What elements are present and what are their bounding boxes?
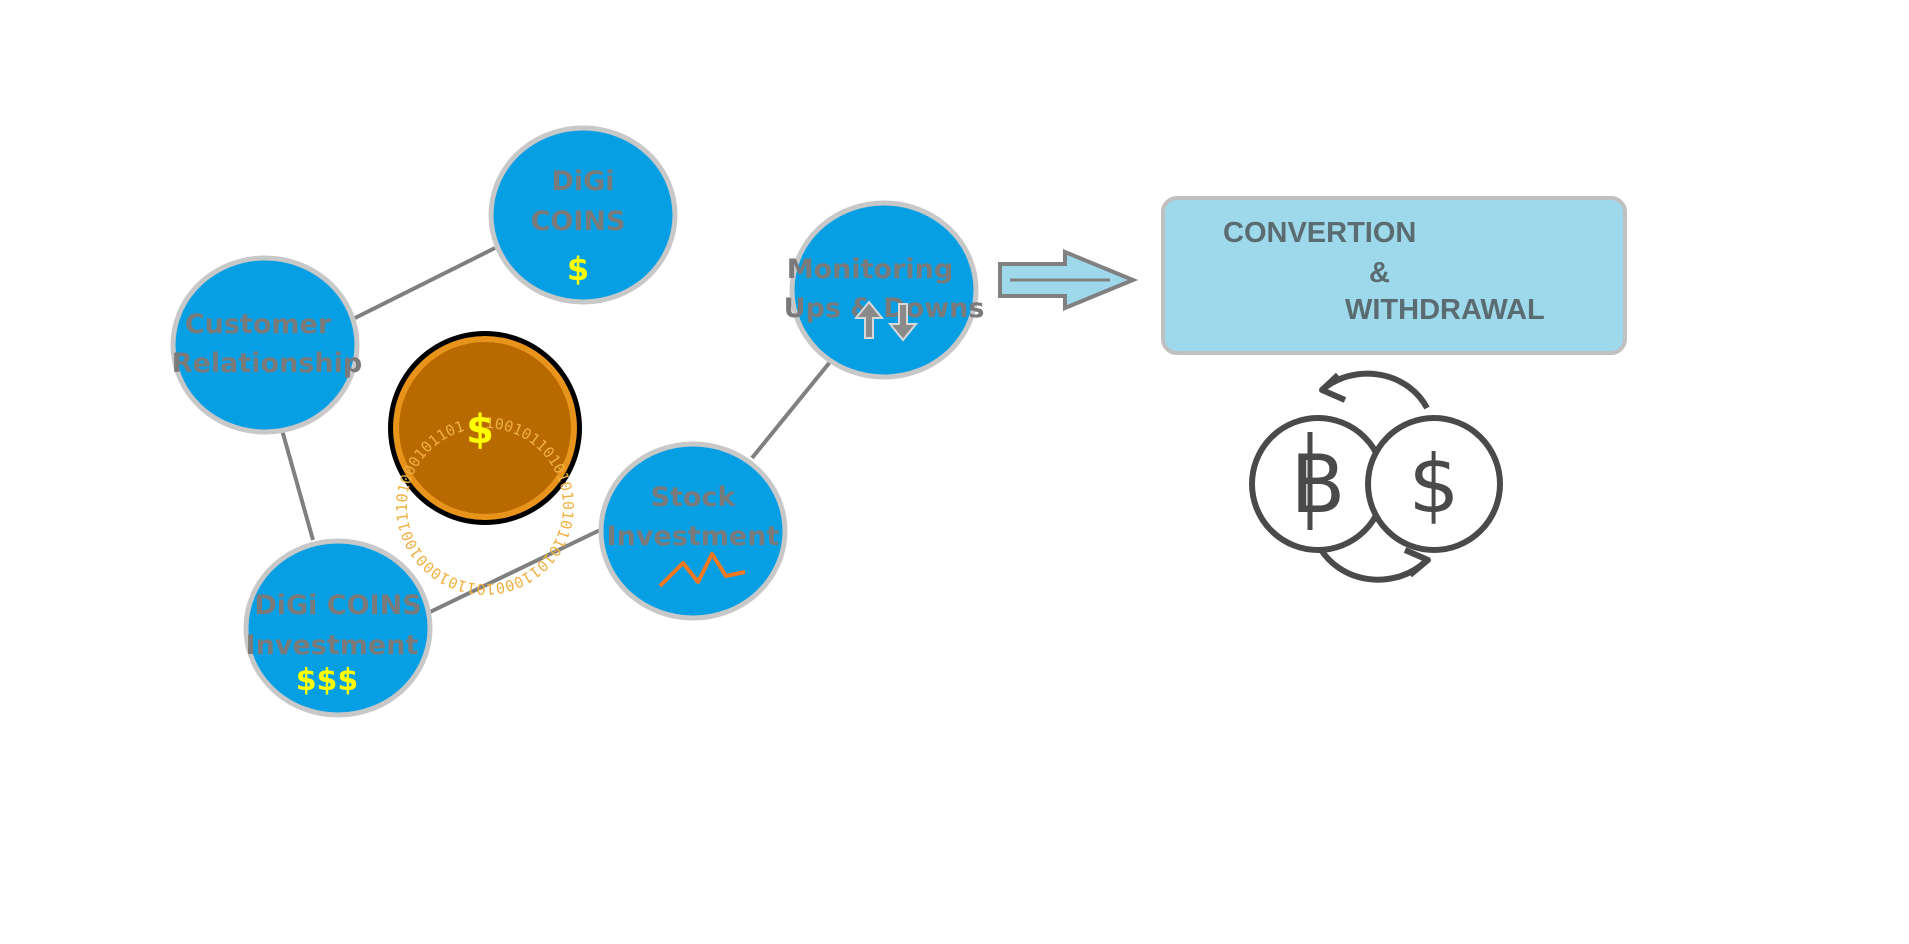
node-digi-coins: DiGi COINS $	[488, 125, 678, 305]
node-customer-relationship: Customer Relationship	[170, 255, 362, 435]
node-digi-coins-line1: DiGi	[551, 166, 614, 197]
node-digi-coins-line2: COINS	[531, 206, 626, 237]
node-customer-line2: Relationship	[172, 348, 362, 379]
dollar-icon: $	[567, 250, 589, 288]
zigzag-chart-icon	[658, 552, 746, 588]
node-investment-line2: Investment	[246, 630, 419, 661]
connectors	[280, 246, 832, 614]
node-stock-investment: Stock Investment	[598, 441, 788, 621]
connector-customer-investment	[280, 429, 315, 541]
connector-stock-monitoring	[750, 360, 832, 460]
node-investment-circle	[243, 538, 433, 718]
node-monitoring-line1: Monitoring	[787, 254, 953, 285]
node-stock-line2: Investment	[607, 521, 780, 552]
exchange-arrowhead-bottom-icon	[1403, 547, 1431, 578]
node-customer-line1: Customer	[185, 309, 332, 340]
center-coin: 1001011010101010110101100010110100010011…	[388, 331, 582, 598]
node-customer-circle	[170, 255, 360, 435]
node-digi-coins-circle	[488, 125, 678, 305]
exchange-arrowhead-top-icon	[1319, 372, 1347, 403]
node-digi-coins-investment: DiGi COINS Investment $$$	[243, 538, 433, 718]
node-monitoring-circle	[789, 200, 979, 380]
connector-customer-digicoins	[354, 246, 496, 320]
arrow-down-icon	[887, 303, 919, 342]
conversion-line3: WITHDRAWAL	[1345, 294, 1545, 326]
conversion-line2: &	[1369, 257, 1390, 289]
dollar-symbol-icon: $	[1409, 438, 1460, 531]
conversion-box-rect	[1161, 196, 1627, 355]
node-investment-line1: DiGi COINS	[254, 590, 421, 621]
connector-investment-stock	[429, 528, 601, 614]
coin-dollar-icon: $	[466, 407, 494, 453]
dollars-icon: $$$	[296, 663, 359, 698]
crypto-exchange-icon: B $	[1249, 370, 1503, 583]
conversion-line1: CONVERTION	[1223, 217, 1416, 249]
conversion-box: CONVERTION & WITHDRAWAL	[1161, 196, 1627, 355]
node-monitoring-line2: Ups & Downs	[784, 293, 985, 324]
node-monitoring: Monitoring Ups & Downs	[784, 200, 985, 380]
arrow-up-icon	[853, 300, 885, 339]
coin-face	[399, 342, 571, 514]
bitcoin-symbol-icon: B	[1291, 438, 1346, 531]
node-stock-line1: Stock	[651, 482, 737, 513]
dollar-circle-icon	[1365, 415, 1503, 553]
